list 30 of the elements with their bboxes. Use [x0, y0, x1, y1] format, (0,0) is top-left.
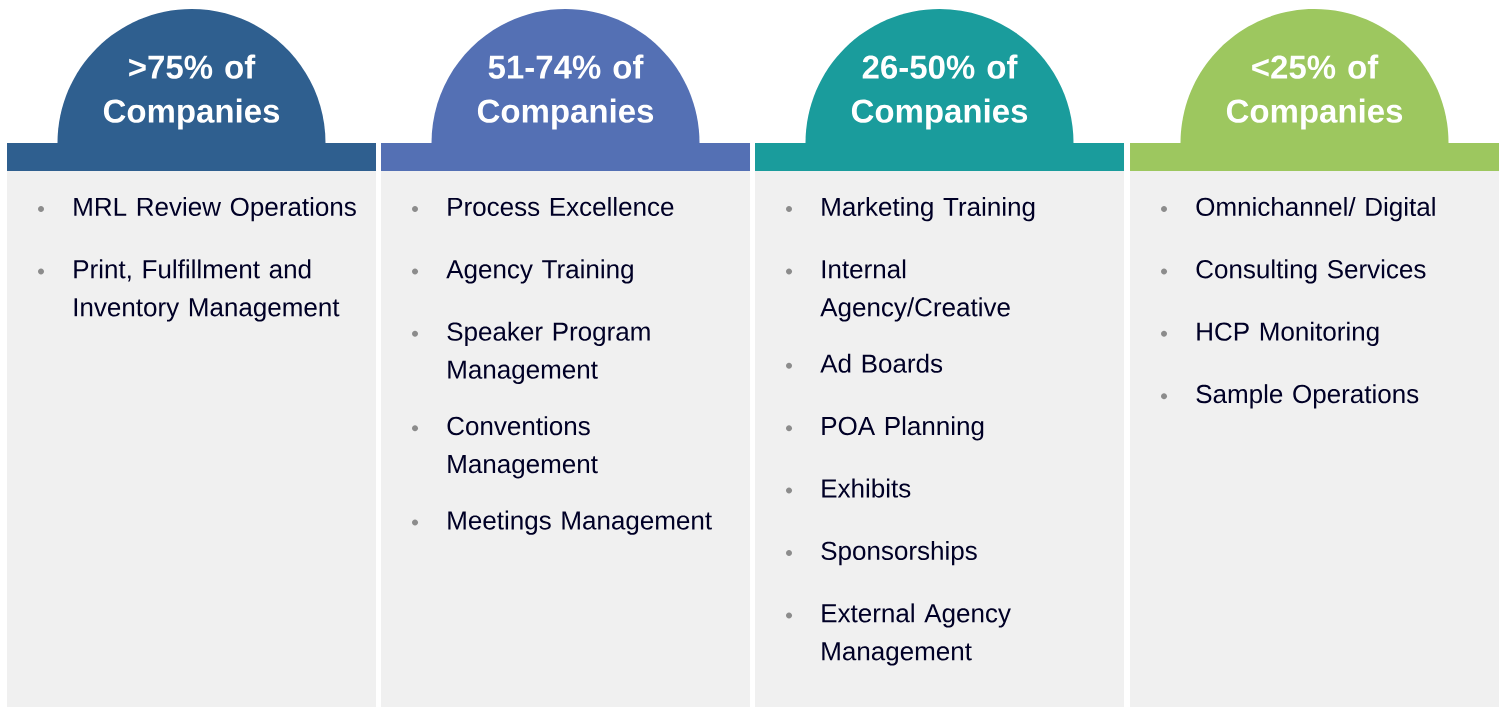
list-item: Internal Agency/Creative	[786, 259, 1010, 322]
list-item: Exhibits	[786, 478, 911, 498]
list-item: Meetings Management	[412, 510, 712, 535]
node-label: <25% of Companies	[1226, 54, 1403, 130]
list-item: Process Excellence	[412, 196, 674, 217]
column-panel	[1130, 171, 1499, 707]
header-tab: 51-74% of Companies	[381, 9, 750, 171]
header-tab: <25% of Companies	[1130, 9, 1499, 171]
list-item: Speaker Program Management	[412, 321, 650, 384]
node-label: 26-50% of Companies	[851, 54, 1028, 130]
list-item: Omnichannel/ Digital	[1161, 196, 1435, 222]
node-label: >75% of Companies	[103, 54, 280, 130]
list-item: HCP Monitoring	[1161, 321, 1379, 346]
column-panel	[381, 171, 750, 707]
list-item: Conventions Management	[412, 416, 598, 479]
list-item: MRL Review Operations	[38, 196, 356, 222]
list-item: Print, Fulfillment and Inventory Management	[38, 259, 340, 322]
header-tab: >75% of Companies	[7, 9, 376, 171]
column-panel	[7, 171, 376, 707]
list-item: Sample Operations	[1161, 384, 1419, 409]
list-item: POA Planning	[786, 416, 984, 441]
list-item: Agency Training	[412, 259, 633, 284]
list-item: Ad Boards	[786, 353, 943, 373]
list-item: External Agency Management	[786, 603, 1011, 666]
list-item: Marketing Training	[786, 196, 1035, 222]
node-label: 51-74% of Companies	[477, 54, 654, 130]
list-item: Consulting Services	[1161, 259, 1426, 284]
column-panel	[755, 171, 1124, 707]
header-tab: 26-50% of Companies	[755, 9, 1124, 171]
list-item: Sponsorships	[786, 540, 977, 566]
